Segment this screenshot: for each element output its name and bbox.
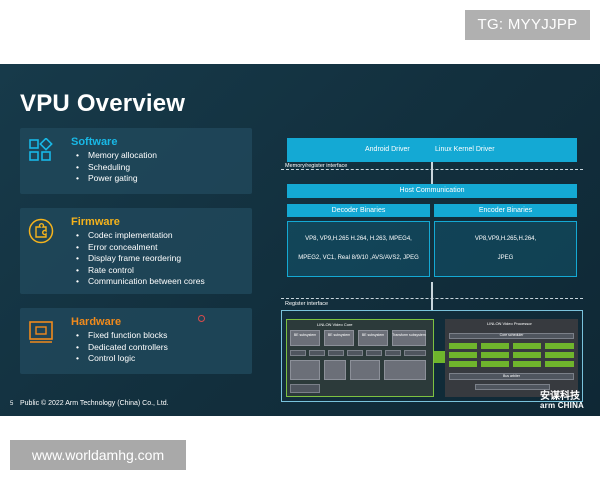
processor-bus-label: Bus arbiter xyxy=(503,374,520,378)
core-bus-cell xyxy=(328,350,344,356)
pointer-dot-icon xyxy=(198,315,205,322)
core-bus-cell xyxy=(347,350,363,356)
page-number: 5 xyxy=(10,401,14,407)
processor-scheduler-bar xyxy=(449,333,574,339)
processor-scheduler-label: Core scheduler xyxy=(499,333,524,337)
encoder-binaries-title: Encoder Binaries xyxy=(434,204,577,217)
connector-arrow xyxy=(431,282,433,310)
slide: VPU Overview Software Memory allocation … xyxy=(0,64,600,416)
core-to-processor-link xyxy=(434,351,445,363)
chip-board-icon xyxy=(28,318,54,344)
core-block xyxy=(358,330,388,346)
processor-bus-bar xyxy=(449,373,574,380)
list-item: Rate control xyxy=(76,265,205,277)
list-item: Control logic xyxy=(76,353,168,365)
brand-logo-en: arm CHINA xyxy=(540,401,585,410)
list-item: Codec implementation xyxy=(76,230,205,242)
video-core-title: LINLON Video Core xyxy=(317,322,353,327)
core-block-label: BE subsystem xyxy=(293,333,317,337)
brand-logo-cn: 安谋科技 xyxy=(540,391,580,402)
core-block xyxy=(384,360,426,380)
apps-grid-icon xyxy=(28,137,54,164)
core-block xyxy=(350,360,380,380)
core-block-label: Transform subsystem xyxy=(392,333,426,337)
processor-core-cell xyxy=(513,343,541,349)
decoder-codecs-line2: MPEG2, VC1, Real 8/9/10 ,AVS/AVS2, JPEG xyxy=(298,255,419,261)
core-block-label: BE subsystem xyxy=(327,333,351,337)
driver-bar: Android Driver Linux Kernel Driver xyxy=(287,138,577,162)
encoder-codecs-line1: VP8,VP9,H.265,H.264, xyxy=(474,236,537,242)
processor-core-cell xyxy=(449,343,477,349)
processor-port-bar xyxy=(475,384,550,390)
core-block xyxy=(324,330,354,346)
firmware-heading: Firmware xyxy=(71,216,120,228)
register-interface-label: Register interface xyxy=(285,301,329,307)
processor-core-cell xyxy=(481,343,509,349)
hardware-heading: Hardware xyxy=(71,316,122,328)
processor-core-cell xyxy=(449,361,477,367)
hardware-blocks-frame: LINLON Video Core BE subsystem BE subsys… xyxy=(281,310,583,402)
core-bus-cell xyxy=(385,350,401,356)
watermark-url: www.worldamhg.com xyxy=(10,440,186,470)
software-card: Software Memory allocation Scheduling Po… xyxy=(20,128,252,194)
watermark-tag: TG: MYYJJPP xyxy=(465,10,590,40)
processor-core-cell xyxy=(545,352,574,358)
list-item: Scheduling xyxy=(76,162,157,174)
register-interface-line xyxy=(281,298,583,299)
list-item: Power gating xyxy=(76,173,157,185)
list-item: Fixed function blocks xyxy=(76,330,168,342)
core-block xyxy=(290,360,320,380)
core-block xyxy=(290,384,320,393)
processor-core-cell xyxy=(481,361,509,367)
connector-arrow xyxy=(431,162,433,184)
list-item: Error concealment xyxy=(76,242,205,254)
video-processor-block: LINLON Video Processor Core scheduler Bu… xyxy=(445,319,578,397)
core-block-label: BE subsystem xyxy=(361,333,385,337)
processor-core-cell xyxy=(545,343,574,349)
core-bus-cell xyxy=(309,350,325,356)
processor-core-cell xyxy=(513,361,541,367)
core-block xyxy=(290,330,320,346)
processor-core-cell xyxy=(513,352,541,358)
architecture-diagram: Android Driver Linux Kernel Driver Memor… xyxy=(281,132,583,404)
puzzle-icon xyxy=(28,218,54,244)
slide-title: VPU Overview xyxy=(20,90,186,117)
video-core-block: LINLON Video Core BE subsystem BE subsys… xyxy=(286,319,434,397)
encoder-codecs-line2: JPEG xyxy=(497,255,514,261)
list-item: Memory allocation xyxy=(76,150,157,162)
android-driver-label: Android Driver xyxy=(365,146,410,153)
decoder-codecs-line1: VP8, VP9,H.265 H.264, H.263, MPEG4, xyxy=(305,236,412,242)
host-communication-bar: Host Communication xyxy=(287,184,577,198)
processor-core-cell xyxy=(545,361,574,367)
encoder-binaries-box: VP8,VP9,H.265,H.264, JPEG xyxy=(434,221,577,277)
core-block xyxy=(392,330,426,346)
core-bus-cell xyxy=(290,350,306,356)
core-bus-cell xyxy=(366,350,382,356)
decoder-binaries-title: Decoder Binaries xyxy=(287,204,430,217)
hardware-card: Hardware Fixed function blocks Dedicated… xyxy=(20,308,252,374)
list-item: Communication between cores xyxy=(76,276,205,288)
firmware-card: Firmware Codec implementation Error conc… xyxy=(20,208,252,294)
list-item: Display frame reordering xyxy=(76,253,205,265)
video-processor-title: LINLON Video Processor xyxy=(487,321,532,326)
software-list: Memory allocation Scheduling Power gatin… xyxy=(76,150,157,185)
processor-core-cell xyxy=(481,352,509,358)
decoder-binaries-box: VP8, VP9,H.265 H.264, H.263, MPEG4, MPEG… xyxy=(287,221,430,277)
core-block xyxy=(324,360,346,380)
linux-driver-label: Linux Kernel Driver xyxy=(435,146,495,153)
list-item: Dedicated controllers xyxy=(76,342,168,354)
hardware-list: Fixed function blocks Dedicated controll… xyxy=(76,330,168,365)
firmware-list: Codec implementation Error concealment D… xyxy=(76,230,205,288)
software-heading: Software xyxy=(71,136,118,148)
memory-interface-label: Memory/register interface xyxy=(285,163,348,169)
processor-core-cell xyxy=(449,352,477,358)
core-bus-cell xyxy=(404,350,426,356)
copyright-text: Public © 2022 Arm Technology (China) Co.… xyxy=(20,400,169,407)
